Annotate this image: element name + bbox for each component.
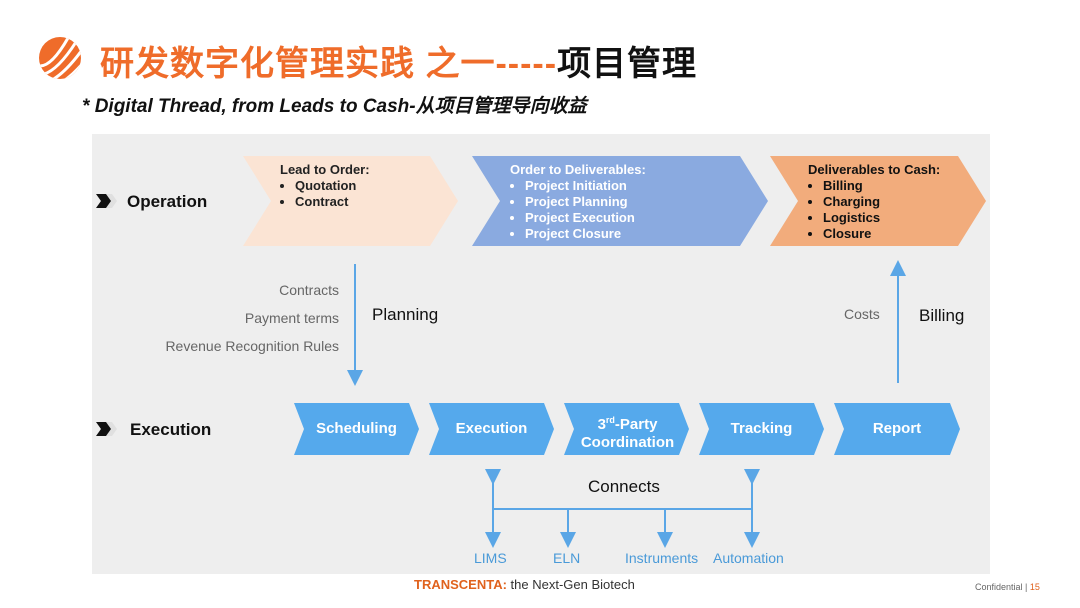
report-label: Report	[872, 420, 922, 437]
cash-item: Logistics	[823, 210, 940, 226]
third-party-line: 3rd-Party	[597, 415, 658, 433]
third-party-coordination-step	[564, 403, 689, 455]
page-number: 15	[1029, 582, 1040, 592]
third-party-coordination-label: 3rd-Party Coordination	[564, 411, 691, 452]
coordination-line: Coordination	[580, 434, 675, 451]
connects-label: Connects	[588, 477, 660, 496]
deliverables-to-cash-heading: Deliverables to Cash:	[808, 162, 941, 177]
execution-label: Execution	[455, 420, 528, 437]
lead-to-order-text: Lead to Order: Quotation Contract	[280, 162, 370, 210]
cash-item: Billing	[823, 178, 940, 194]
order-to-deliverables-text: Order to Deliverables: Project Initiatio…	[510, 162, 646, 242]
planning-item-revenue-rules: Revenue Recognition Rules	[165, 338, 339, 354]
order-to-deliverables-heading: Order to Deliverables:	[510, 162, 646, 177]
lead-item: Quotation	[295, 178, 370, 194]
scheduling-label: Scheduling	[316, 420, 397, 437]
operation-row-label: Operation	[127, 192, 208, 211]
deliver-item: Project Planning	[525, 194, 646, 210]
order-to-deliverables-chevron	[472, 156, 768, 246]
lead-to-order-chevron	[243, 156, 458, 246]
deliverables-to-cash-text: Deliverables to Cash: Billing Charging L…	[808, 162, 940, 242]
page-title: 研发数字化管理实践 之一-----项目管理	[100, 45, 698, 83]
page-subtitle: * Digital Thread, from Leads to Cash-从项目…	[82, 91, 587, 118]
connect-target-automation: Automation	[713, 550, 784, 566]
footer-tagline: TRANSCENTA: the Next-Gen Biotech	[414, 577, 635, 592]
cash-item: Closure	[823, 226, 940, 242]
scheduling-step	[294, 403, 419, 455]
billing-label: Billing	[919, 306, 965, 325]
tracking-label: Tracking	[730, 420, 793, 437]
connect-target-eln: ELN	[553, 550, 581, 566]
report-step	[834, 403, 960, 455]
execution-marker-icon	[96, 422, 117, 436]
deliverables-to-cash-chevron	[770, 156, 986, 246]
lead-to-order-heading: Lead to Order:	[280, 162, 370, 177]
lead-item: Contract	[295, 194, 370, 210]
connect-target-instruments: Instruments	[625, 550, 699, 566]
connects-lines	[485, 469, 760, 548]
footer-brand: TRANSCENTA:	[414, 577, 507, 592]
planning-item-contracts: Contracts	[279, 282, 339, 298]
tracking-step	[699, 403, 824, 455]
company-logo	[39, 37, 81, 79]
cash-item: Charging	[823, 194, 940, 210]
deliver-item: Project Initiation	[525, 178, 646, 194]
operation-marker-icon	[96, 194, 117, 208]
execution-row-label: Execution	[130, 420, 212, 439]
connect-target-lims: LIMS	[474, 550, 507, 566]
asterisk-bullet: *	[82, 96, 90, 117]
confidential-page-number: Confidential | 15	[975, 582, 1040, 592]
planning-item-payment-terms: Payment terms	[244, 310, 339, 326]
execution-step	[429, 403, 554, 455]
deliver-item: Project Closure	[525, 226, 646, 242]
planning-label: Planning	[372, 305, 439, 324]
deliver-item: Project Execution	[525, 210, 646, 226]
costs-label: Costs	[844, 306, 880, 322]
subtitle-text: Digital Thread, from Leads to Cash-从项目管理…	[94, 96, 587, 117]
